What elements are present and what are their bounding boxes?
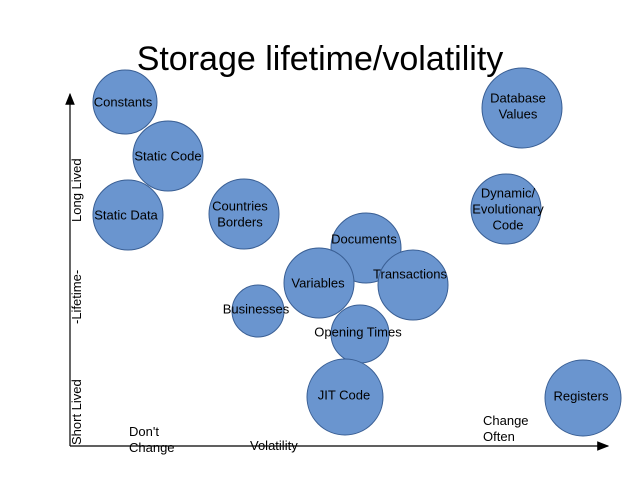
bubble-label: Database [490, 91, 546, 106]
bubble-label: Code [492, 218, 523, 233]
bubble-businesses: Businesses [223, 284, 290, 338]
bubble-circle [92, 179, 164, 251]
bubble-circle [132, 120, 204, 192]
bubble-label: Businesses [223, 302, 290, 317]
bubble-circle [92, 69, 158, 135]
bubble-constants: Constants [92, 69, 158, 135]
bubble-label: Static Data [94, 208, 158, 223]
bubble-label: Evolutionary [472, 202, 544, 217]
bubble-label: Dynamic/ [481, 186, 536, 201]
bubble-label: Countries [212, 199, 268, 214]
x-label-dont-change-1: Don't [129, 424, 159, 439]
bubble-label: Constants [94, 95, 153, 110]
y-label-lifetime: -Lifetime- [69, 270, 84, 324]
bubble-label: JIT Code [318, 388, 371, 403]
bubble-label: Registers [554, 389, 609, 404]
bubble-circle [283, 247, 355, 319]
bubble-static-data: Static Data [92, 179, 164, 251]
bubble-circle [231, 284, 285, 338]
bubble-label: Opening Times [314, 325, 402, 340]
y-label-long-lived: Long Lived [69, 158, 84, 222]
x-label-volatility: Volatility [250, 438, 298, 453]
bubble-circle [306, 358, 384, 436]
bubble-label: Values [499, 107, 538, 122]
x-label-change-often-2: Often [483, 429, 515, 444]
bubble-label: Variables [291, 276, 345, 291]
bubble-label: Transactions [373, 267, 447, 282]
x-label-dont-change-2: Change [129, 440, 175, 455]
bubble-registers: Registers [544, 359, 622, 437]
bubble-circle [544, 359, 622, 437]
bubble-transactions: Transactions [373, 249, 449, 321]
bubble-jit-code: JIT Code [306, 358, 384, 436]
bubble-label: Static Code [134, 149, 201, 164]
x-label-change-often-1: Change [483, 413, 529, 428]
diagram-title: Storage lifetime/volatility [136, 40, 504, 78]
bubble-circle [377, 249, 449, 321]
bubble-label: Documents [331, 232, 397, 247]
bubble-variables: Variables [283, 247, 355, 319]
bubble-circle [481, 67, 563, 149]
bubble-circle [208, 178, 280, 250]
bubble-static-code: Static Code [132, 120, 204, 192]
y-label-short-lived: Short Lived [69, 379, 84, 445]
bubble-label: Borders [217, 215, 263, 230]
bubble-opening-times: Opening Times [314, 304, 402, 364]
bubble-circle [470, 173, 542, 245]
